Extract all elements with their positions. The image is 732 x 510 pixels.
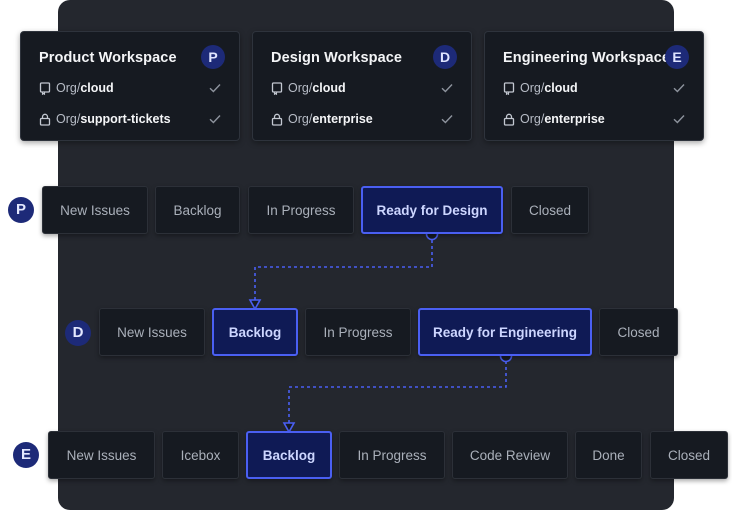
check-icon (673, 115, 685, 124)
workspace-title: Design Workspace (271, 50, 403, 66)
org-name: cloud (312, 81, 346, 95)
stage-closed[interactable]: Closed (650, 431, 728, 479)
stage-closed[interactable]: Closed (511, 186, 589, 234)
stage-in-progress[interactable]: In Progress (339, 431, 445, 479)
stage-icebox[interactable]: Icebox (162, 431, 239, 479)
workspace-title: Engineering Workspace (503, 50, 671, 66)
org-prefix: Org/ (56, 112, 81, 126)
org-row[interactable]: Org/cloud (503, 80, 685, 98)
stage-backlog[interactable]: Backlog (212, 308, 298, 356)
check-icon (673, 84, 685, 93)
repository-icon (271, 82, 283, 95)
stage-new-issues[interactable]: New Issues (99, 308, 205, 356)
workflow-avatar-product: P (8, 197, 34, 223)
workspace-card-product[interactable]: Product Workspace P Org/cloud Org/suppor… (20, 31, 240, 141)
stage-new-issues[interactable]: New Issues (48, 431, 155, 479)
check-icon (209, 84, 221, 93)
check-icon (209, 115, 221, 124)
lock-icon (39, 113, 51, 126)
workspace-card-engineering[interactable]: Engineering Workspace E Org/cloud Org/en… (484, 31, 704, 141)
org-row[interactable]: Org/enterprise (271, 111, 453, 129)
org-prefix: Org/ (288, 81, 313, 95)
org-name: enterprise (544, 112, 605, 126)
workspace-avatar: E (665, 45, 689, 69)
org-name: cloud (544, 81, 578, 95)
stage-ready-for-engineering[interactable]: Ready for Engineering (418, 308, 592, 356)
workflow-avatar-design: D (65, 320, 91, 346)
stage-in-progress[interactable]: In Progress (248, 186, 354, 234)
stage-backlog[interactable]: Backlog (246, 431, 332, 479)
workspace-title: Product Workspace (39, 50, 177, 66)
stage-done[interactable]: Done (575, 431, 642, 479)
stage-code-review[interactable]: Code Review (452, 431, 568, 479)
workspace-avatar: D (433, 45, 457, 69)
org-row[interactable]: Org/enterprise (503, 111, 685, 129)
stage-backlog[interactable]: Backlog (155, 186, 240, 234)
check-icon (441, 84, 453, 93)
stage-new-issues[interactable]: New Issues (42, 186, 148, 234)
stage-closed[interactable]: Closed (599, 308, 678, 356)
lock-icon (503, 113, 515, 126)
org-row[interactable]: Org/cloud (39, 80, 221, 98)
lock-icon (271, 113, 283, 126)
workspace-avatar: P (201, 45, 225, 69)
org-row[interactable]: Org/support-tickets (39, 111, 221, 129)
stage-ready-for-design[interactable]: Ready for Design (361, 186, 503, 234)
org-name: support-tickets (80, 112, 171, 126)
org-name: enterprise (312, 112, 373, 126)
check-icon (441, 115, 453, 124)
org-prefix: Org/ (520, 81, 545, 95)
org-row[interactable]: Org/cloud (271, 80, 453, 98)
org-name: cloud (80, 81, 114, 95)
repository-icon (503, 82, 515, 95)
repository-icon (39, 82, 51, 95)
org-prefix: Org/ (520, 112, 545, 126)
stage-in-progress[interactable]: In Progress (305, 308, 411, 356)
workflow-avatar-engineering: E (13, 442, 39, 468)
workspace-card-design[interactable]: Design Workspace D Org/cloud Org/enterpr… (252, 31, 472, 141)
org-prefix: Org/ (56, 81, 81, 95)
org-prefix: Org/ (288, 112, 313, 126)
